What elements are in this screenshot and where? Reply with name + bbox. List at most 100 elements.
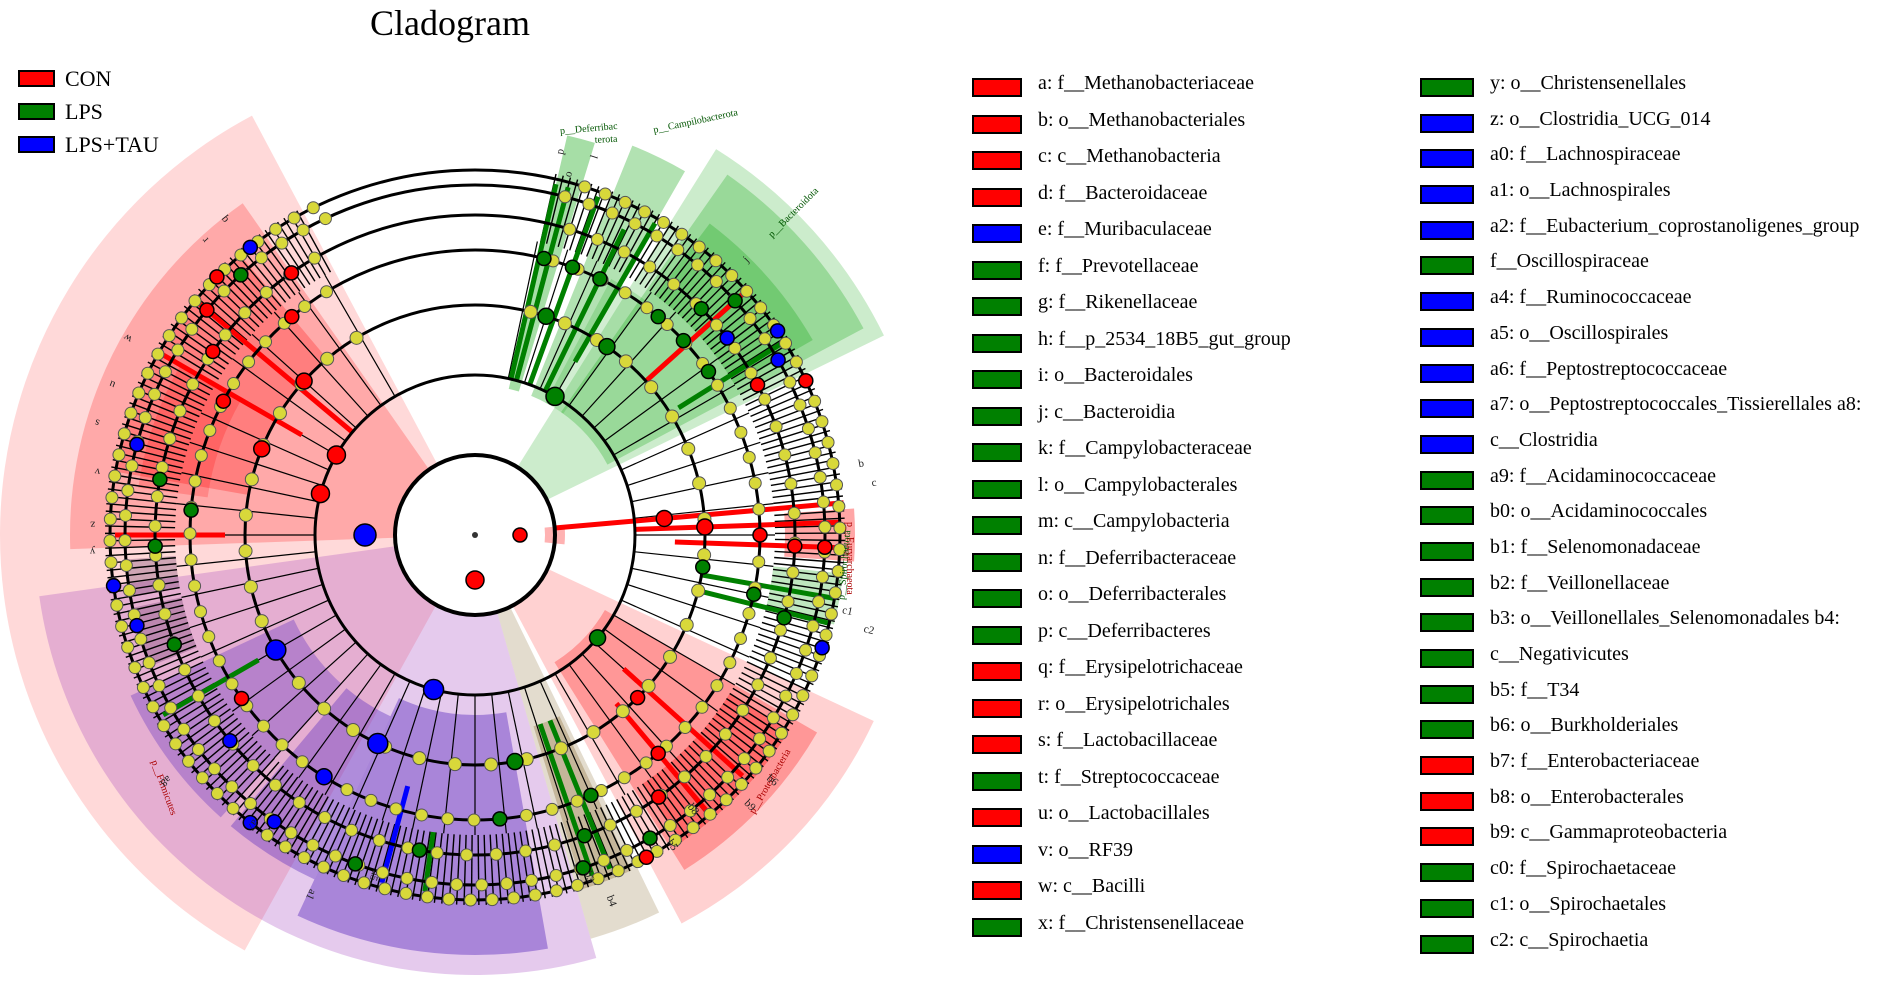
taxon-node <box>789 666 803 680</box>
leaf-branch <box>749 655 814 686</box>
leaf-branch <box>125 633 193 658</box>
taxon-node <box>346 723 361 738</box>
leaf-branch <box>268 783 309 843</box>
taxon-node <box>378 882 392 896</box>
taxon-label: a9: f__Acidaminococcaceae <box>1490 464 1716 487</box>
taxon-node <box>818 520 832 534</box>
leaf-branch <box>397 828 414 897</box>
taxon-swatch <box>1420 220 1474 240</box>
leaf-branch <box>293 796 329 859</box>
legend-swatch <box>18 103 55 120</box>
leaf-branch <box>727 335 788 375</box>
taxon-node <box>557 316 572 331</box>
leaf-branch <box>613 206 648 270</box>
taxon-node <box>337 869 351 883</box>
leaf-branch <box>751 650 817 679</box>
taxon-swatch <box>1420 756 1474 776</box>
taxon-label: v: o__RF39 <box>1038 838 1134 861</box>
leaf-branch <box>106 503 177 511</box>
leaf-branch <box>126 409 193 435</box>
taxon-node <box>723 401 737 415</box>
taxon-node <box>119 559 133 573</box>
leaf-branch <box>229 257 277 311</box>
leaf-branch <box>121 423 190 446</box>
taxon-node <box>728 341 742 355</box>
taxon-node <box>563 222 577 236</box>
taxon-node <box>590 232 604 246</box>
enriched-node <box>598 337 616 356</box>
taxon-node <box>246 759 260 773</box>
legend-label: LPS+TAU <box>65 131 159 157</box>
leaf-branch <box>470 834 473 905</box>
leaf-branch <box>513 832 524 902</box>
taxon-node <box>779 336 793 350</box>
taxon-node <box>758 332 772 346</box>
leaf-branch <box>733 348 796 385</box>
enriched-branch <box>379 785 411 884</box>
taxon-label: b0: o__Acidaminococcales <box>1490 500 1708 523</box>
leaf-branch <box>211 745 262 796</box>
taxon-node <box>191 743 205 757</box>
taxon-swatch <box>972 224 1022 243</box>
enriched-node <box>266 813 282 830</box>
taxon-node <box>420 890 434 904</box>
taxon-label: a2: f__Eubacterium_coprostanoligenes_gro… <box>1490 214 1860 237</box>
taxon-label: a0: f__Lachnospiraceae <box>1490 143 1681 166</box>
leaf-branch <box>772 574 842 586</box>
enriched-node <box>817 539 833 555</box>
taxon-label: a5: o__Oscillospirales <box>1490 321 1669 344</box>
leaf-branch <box>347 816 373 883</box>
taxon-node <box>611 864 625 878</box>
taxon-node <box>210 787 224 801</box>
enriched-node <box>353 523 377 547</box>
taxon-node <box>115 619 129 633</box>
taxon-node <box>194 448 208 462</box>
leaf-branch <box>771 580 841 593</box>
leaf-branch <box>255 776 299 834</box>
taxon-node <box>831 564 845 578</box>
enriched-branch <box>161 657 260 718</box>
taxon-node <box>578 180 592 194</box>
taxon-node <box>400 871 414 885</box>
leaf-branch <box>106 557 176 564</box>
leaf-branch <box>715 712 773 756</box>
taxon-node <box>188 294 202 308</box>
taxon-label: a7: o__Peptostreptococcales_Tissierellal… <box>1490 393 1862 416</box>
leaf-branch <box>774 510 845 517</box>
enriched-node <box>199 302 215 318</box>
leaf-branch <box>160 693 221 732</box>
leaf-branch <box>739 361 803 396</box>
leaf-branch <box>704 727 760 774</box>
leaf-branch <box>774 517 845 523</box>
taxon-node <box>430 846 444 860</box>
taxon-label: n: f__Deferribacteraceae <box>1038 546 1237 569</box>
taxon-label: r: o__Erysipelotrichales <box>1038 692 1230 715</box>
taxon-label: b9: c__Gammaproteobacteria <box>1490 821 1728 844</box>
leaf-branch <box>557 179 579 247</box>
leaf-branch <box>276 221 316 282</box>
leaf-branch <box>218 267 269 319</box>
taxon-node <box>103 512 117 526</box>
taxon-node <box>784 477 798 491</box>
taxon-node <box>226 801 240 815</box>
enriched-node <box>242 239 259 256</box>
clade-letter: b <box>858 457 866 470</box>
taxon-swatch <box>972 260 1022 280</box>
taxon-swatch <box>972 370 1022 389</box>
taxon-node <box>789 355 803 369</box>
taxon-node <box>826 456 840 470</box>
leaf-branch <box>117 437 186 458</box>
leaf-branch <box>717 317 775 360</box>
leaf-branch <box>110 586 180 601</box>
leaf-branch <box>525 830 539 900</box>
taxon-node <box>723 656 737 670</box>
leaf-branch <box>139 661 204 693</box>
enriched-node <box>215 393 232 409</box>
taxon-node <box>292 795 306 809</box>
enriched-node <box>536 250 552 267</box>
taxon-node <box>328 849 342 863</box>
leaf-branch <box>144 368 208 401</box>
leaf-branch <box>483 834 487 905</box>
leaf-branch <box>677 261 726 315</box>
taxon-node <box>357 876 371 890</box>
